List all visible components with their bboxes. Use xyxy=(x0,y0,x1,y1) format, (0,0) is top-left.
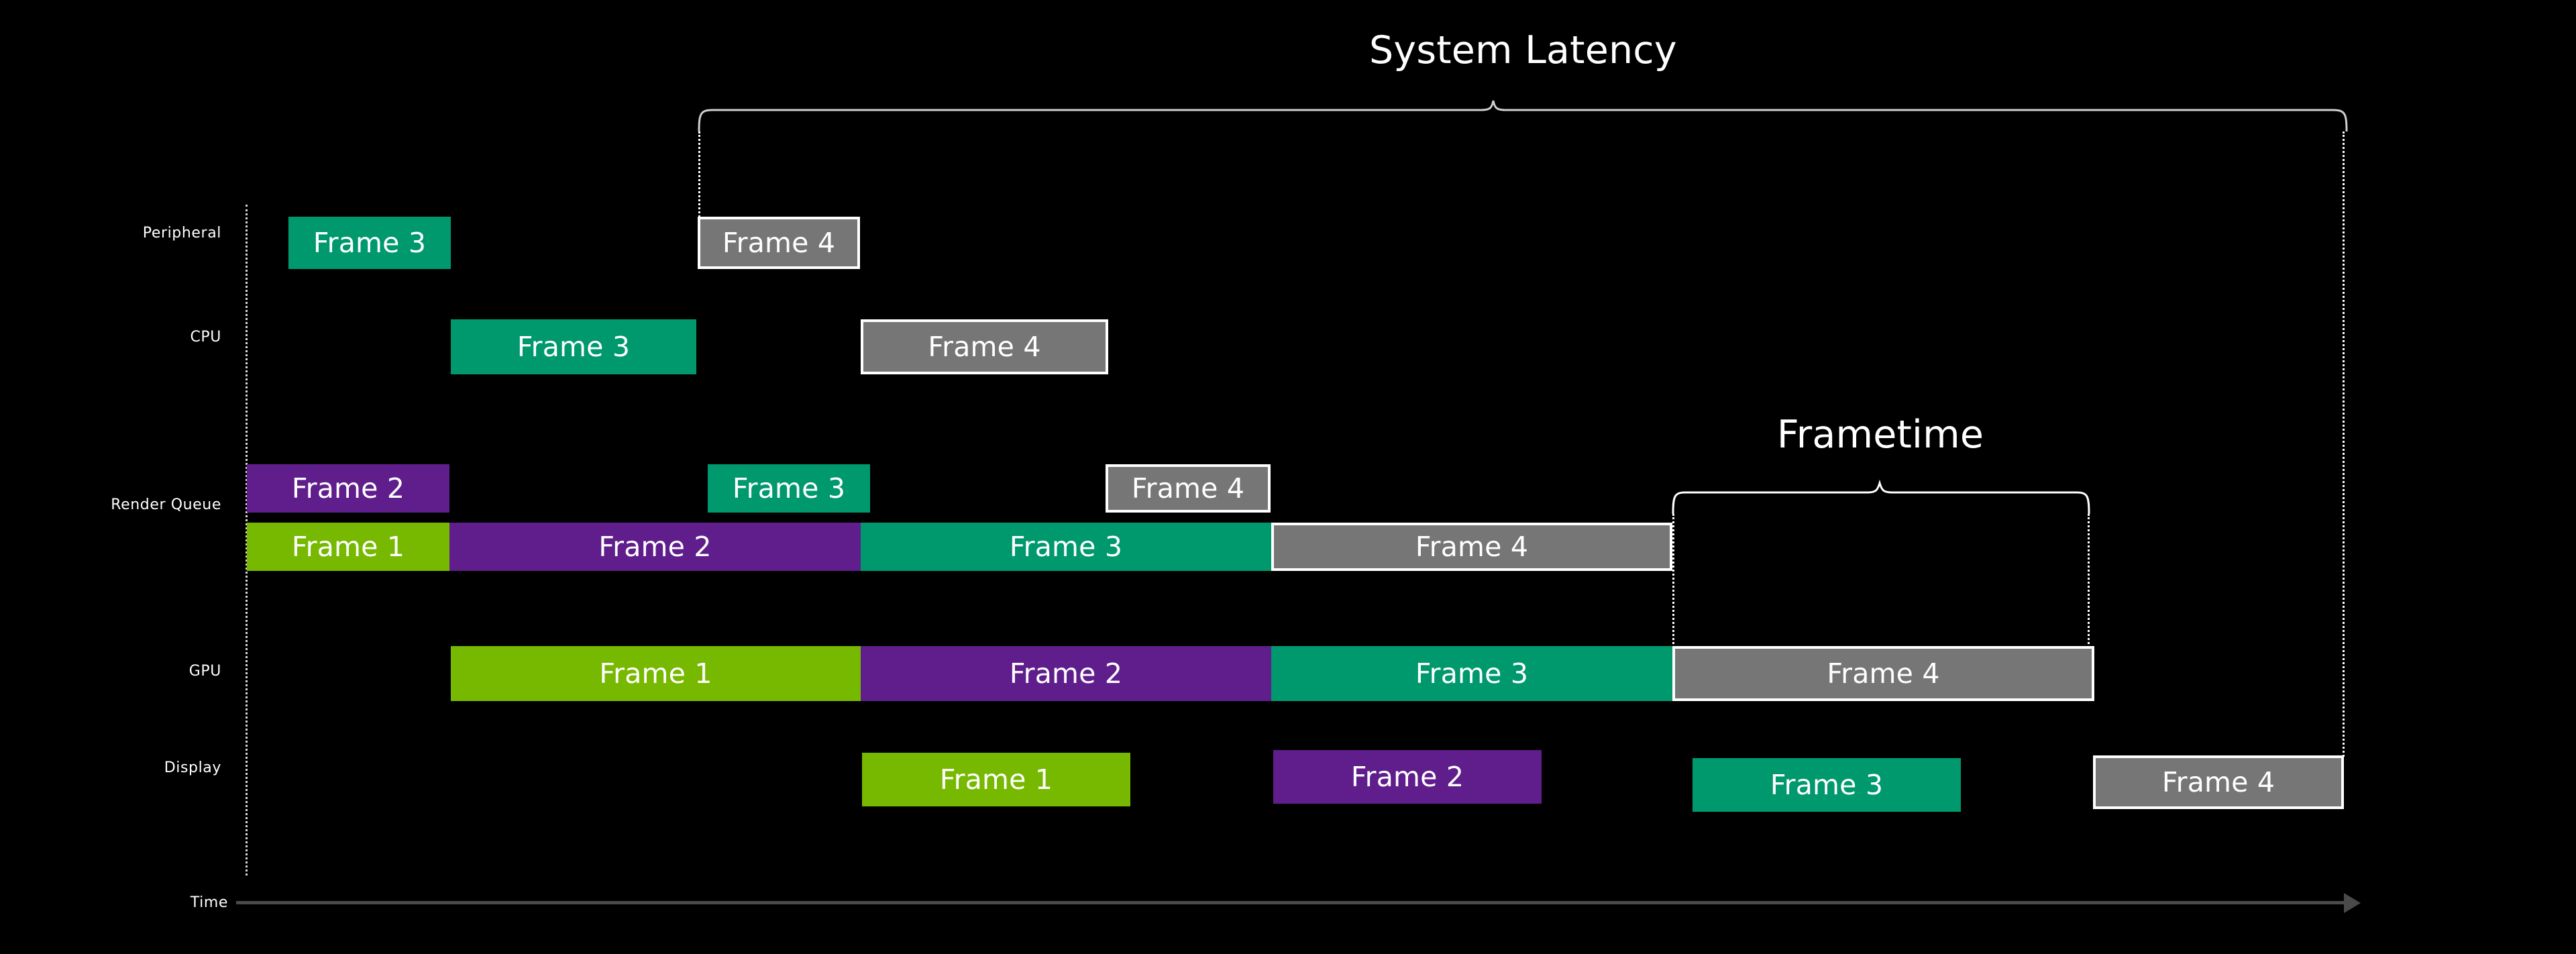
time-axis-vertical-line xyxy=(246,205,248,876)
frame-block: Frame 4 xyxy=(1271,523,1672,571)
frame-block: Frame 1 xyxy=(247,523,449,571)
time-axis-line xyxy=(236,901,2346,904)
frame-block: Frame 1 xyxy=(451,646,861,701)
frame-block: Frame 1 xyxy=(862,753,1130,806)
time-axis-label: Time xyxy=(190,894,228,911)
frame-block: Frame 2 xyxy=(861,646,1271,701)
row-label-cpu: CPU xyxy=(190,329,221,346)
frametime-bracket xyxy=(1666,479,2096,515)
frame-block: Frame 2 xyxy=(1273,750,1542,804)
frame-block: Frame 4 xyxy=(861,319,1108,374)
frame-block: Frame 2 xyxy=(247,464,449,513)
system-latency-bracket xyxy=(691,99,2355,133)
row-label-display: Display xyxy=(164,759,221,776)
frametime-title: Frametime xyxy=(1776,413,1984,457)
frame-block: Frame 3 xyxy=(861,523,1271,571)
frame-block: Frame 3 xyxy=(708,464,870,513)
frame-block: Frame 3 xyxy=(288,217,451,269)
frame-block: Frame 4 xyxy=(1106,464,1271,513)
frame-block: Frame 3 xyxy=(451,319,696,374)
system-latency-right-guide xyxy=(2343,131,2345,757)
row-label-peripheral: Peripheral xyxy=(142,225,221,242)
row-label-gpu: GPU xyxy=(189,663,221,680)
frame-block: Frame 3 xyxy=(1271,646,1672,701)
system-latency-title: System Latency xyxy=(1369,28,1677,72)
frametime-left-guide xyxy=(1672,514,1674,648)
row-label-render-queue: Render Queue xyxy=(111,496,221,513)
frame-block: Frame 4 xyxy=(1672,646,2094,701)
frame-block: Frame 4 xyxy=(698,217,860,269)
time-axis-arrow-icon xyxy=(2344,893,2361,913)
frametime-right-guide xyxy=(2088,514,2090,648)
system-latency-left-guide xyxy=(698,131,700,217)
frame-block: Frame 3 xyxy=(1693,758,1961,812)
frame-block: Frame 2 xyxy=(449,523,861,571)
frame-block: Frame 4 xyxy=(2093,755,2344,809)
